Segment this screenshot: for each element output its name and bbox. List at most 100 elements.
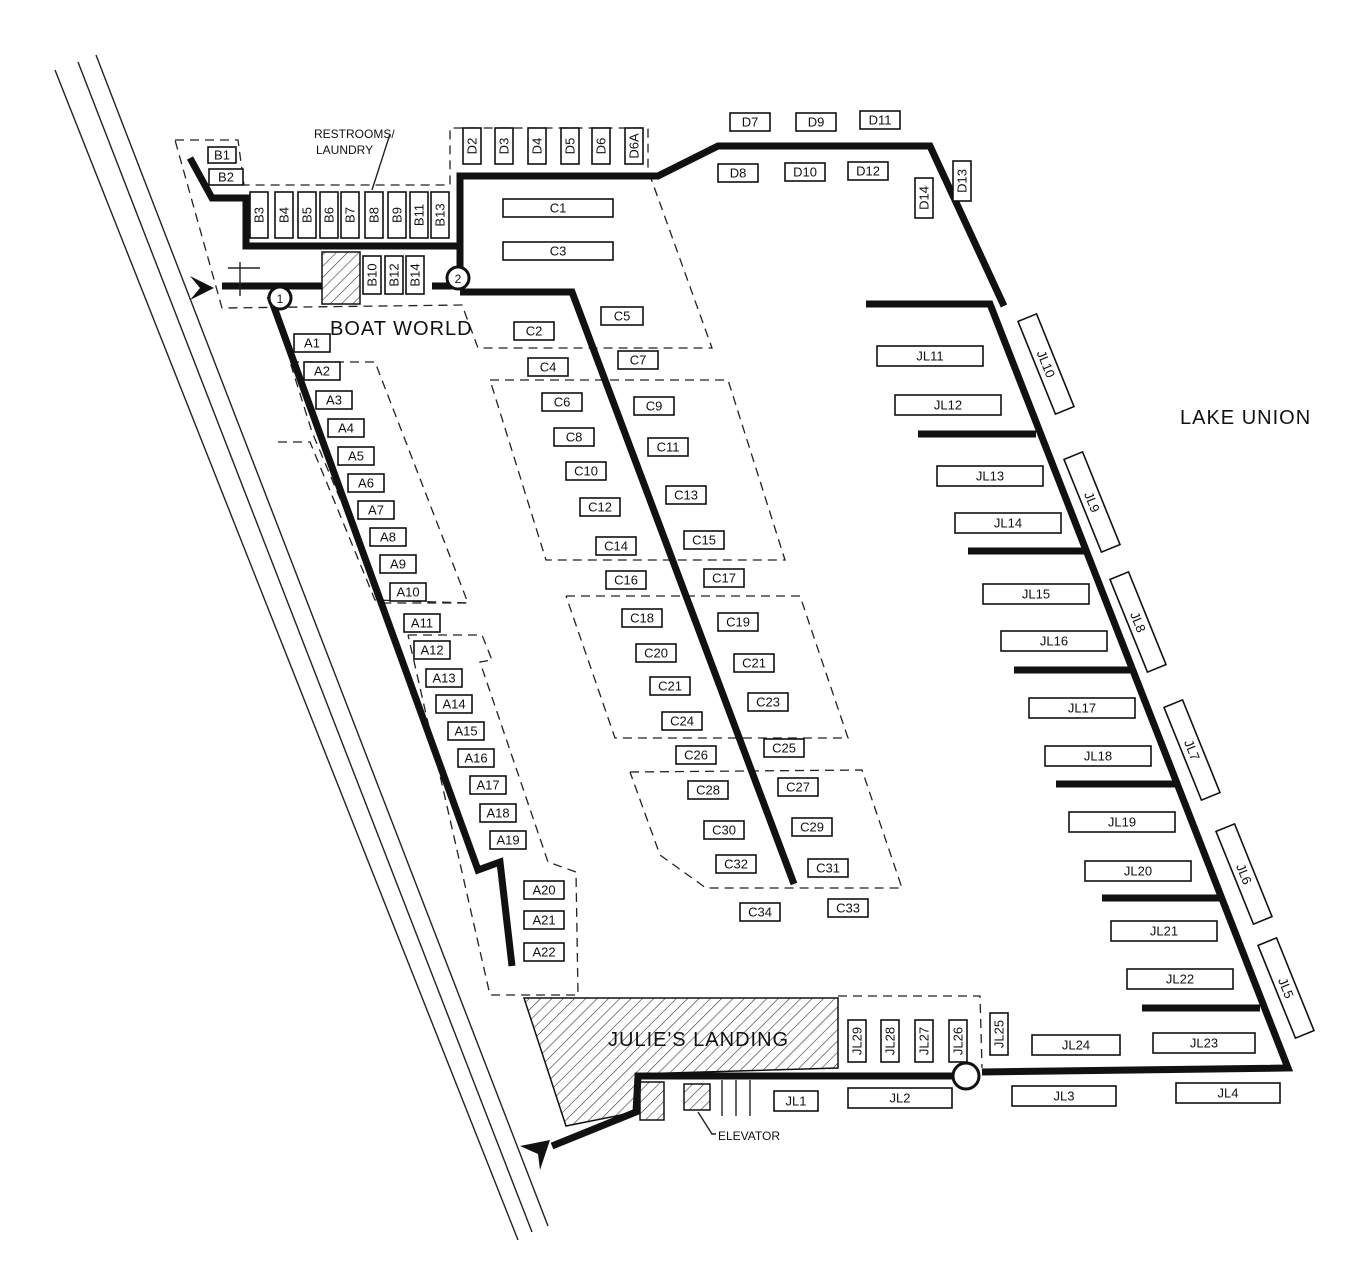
slip-a7: A7 xyxy=(357,500,395,520)
slip-box xyxy=(1068,811,1176,833)
slip-jl8: JL8 xyxy=(1108,570,1168,674)
slip-label: A16 xyxy=(464,751,487,766)
slip-box xyxy=(791,817,833,837)
slip-c27: C27 xyxy=(777,777,819,797)
gate-3 xyxy=(951,1061,981,1091)
slip-jl4: JL4 xyxy=(1175,1082,1281,1104)
slip-label: JL15 xyxy=(1022,587,1050,602)
slip-box xyxy=(579,497,621,517)
slip-box xyxy=(1011,1085,1117,1107)
slip-box xyxy=(982,583,1090,605)
slip-box xyxy=(553,427,595,447)
slip-label: C8 xyxy=(566,430,583,445)
slip-label: B3 xyxy=(252,207,267,223)
gate-2: 2 xyxy=(445,265,471,291)
slip-label: B2 xyxy=(218,170,234,185)
slip-label: A3 xyxy=(326,393,342,408)
slip-label: C3 xyxy=(550,244,567,259)
slip-box xyxy=(337,446,375,466)
slip-jl16: JL16 xyxy=(1000,630,1108,652)
slip-b14: B14 xyxy=(405,255,425,295)
slip-c18: C18 xyxy=(621,608,663,628)
slip-label: A19 xyxy=(496,833,519,848)
slip-box xyxy=(703,568,745,588)
slip-box xyxy=(502,241,614,261)
slip-label: D4 xyxy=(530,138,545,155)
slip-box xyxy=(952,160,972,202)
slip-label: B10 xyxy=(365,263,380,286)
slip-c14: C14 xyxy=(595,536,637,556)
slip-box xyxy=(479,803,517,823)
laundry-label: LAUNDRY xyxy=(316,143,373,157)
slip-b9: B9 xyxy=(387,191,407,239)
lake-union-label: LAKE UNION xyxy=(1180,407,1311,429)
slip-box xyxy=(733,653,775,673)
slip-a5: A5 xyxy=(337,446,375,466)
slip-c33: C33 xyxy=(827,898,869,918)
slip-d5: D5 xyxy=(560,127,580,165)
slip-label: C5 xyxy=(614,309,631,324)
slip-box xyxy=(649,676,691,696)
slip-a14: A14 xyxy=(435,694,473,714)
slip-d2: D2 xyxy=(462,127,482,165)
slip-label: C23 xyxy=(756,695,780,710)
entry-arrow-south-icon xyxy=(520,1140,550,1170)
slip-box xyxy=(1110,920,1218,942)
slip-label: JL3 xyxy=(1054,1089,1075,1104)
slip-label: C31 xyxy=(816,861,840,876)
slip-d4: D4 xyxy=(527,127,547,165)
slip-label: C1 xyxy=(550,201,567,216)
slip-label: B14 xyxy=(408,263,423,286)
slip-a20: A20 xyxy=(523,880,565,900)
slip-box xyxy=(847,161,889,181)
slip-box xyxy=(1028,697,1136,719)
slip-c4: C4 xyxy=(527,357,569,377)
slip-box xyxy=(1031,1034,1121,1056)
slip-jl14: JL14 xyxy=(954,512,1062,534)
slip-c8: C8 xyxy=(553,427,595,447)
slip-c9: C9 xyxy=(633,396,675,416)
slip-jl28: JL28 xyxy=(880,1019,900,1063)
slip-label: D5 xyxy=(563,138,578,155)
slip-a8: A8 xyxy=(369,527,407,547)
slip-label: JL14 xyxy=(994,516,1022,531)
slip-label: A6 xyxy=(358,476,374,491)
slip-label: D2 xyxy=(465,138,480,155)
elevator-leader xyxy=(697,1111,716,1135)
slip-box xyxy=(362,255,382,295)
slip-box xyxy=(675,745,717,765)
slip-label: C29 xyxy=(800,820,824,835)
slip-box xyxy=(635,643,677,663)
slip-label: JL6 xyxy=(1233,861,1255,886)
slip-label: B5 xyxy=(300,207,315,223)
slip-d13: D13 xyxy=(952,160,972,202)
slip-box xyxy=(827,898,869,918)
slip-box xyxy=(315,390,353,410)
slip-label: JL2 xyxy=(890,1091,911,1106)
entry-arrow-north-icon xyxy=(190,276,214,300)
slip-label: C7 xyxy=(630,353,647,368)
slip-box xyxy=(647,437,689,457)
slip-jl23: JL23 xyxy=(1152,1032,1256,1054)
slip-box xyxy=(739,902,781,922)
slip-label: JL16 xyxy=(1040,634,1068,649)
slip-box xyxy=(1062,450,1122,554)
slip-box xyxy=(523,880,565,900)
slip-label: C4 xyxy=(540,360,557,375)
slip-jl18: JL18 xyxy=(1044,745,1152,767)
slip-label: A7 xyxy=(368,503,384,518)
slip-box xyxy=(364,191,384,239)
slip-box xyxy=(1214,822,1274,926)
slip-jl2: JL2 xyxy=(847,1087,953,1109)
slip-label: C6 xyxy=(554,395,571,410)
stair-block xyxy=(639,1081,665,1121)
slip-box xyxy=(880,1019,900,1063)
slip-c2: C2 xyxy=(513,321,555,341)
slip-box xyxy=(595,536,637,556)
slip-box xyxy=(303,361,341,381)
slip-box xyxy=(527,357,569,377)
slip-label: C18 xyxy=(630,611,654,626)
slip-jl20: JL20 xyxy=(1084,860,1192,882)
slip-box xyxy=(936,465,1044,487)
